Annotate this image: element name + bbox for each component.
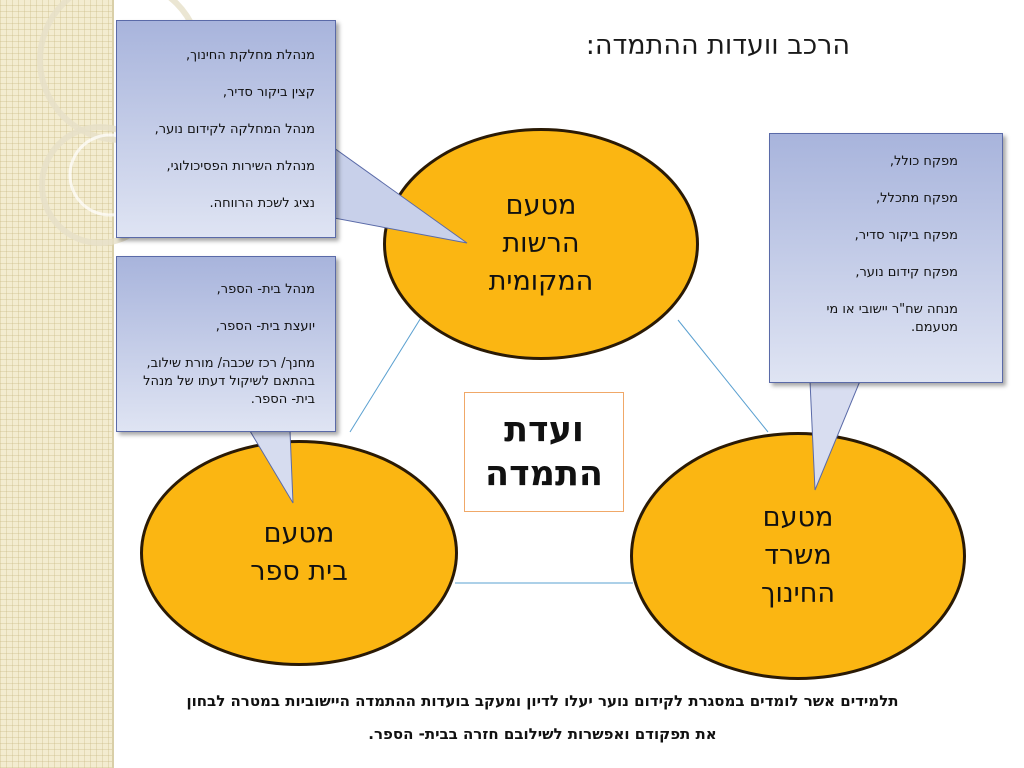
bottom-caption: תלמידים אשר לומדים במסגרת לקידום נוער יע… <box>125 685 960 751</box>
center-committee-box: ועדת התמדה <box>464 392 624 512</box>
connector-top-left <box>349 299 433 433</box>
callout-item: מנהלת מחלקת החינוך, <box>186 48 315 63</box>
node-school-line1: מטעם <box>263 518 335 549</box>
node-local-authority: מטעם הרשות המקומית <box>383 128 699 360</box>
node-local-authority-line1: מטעם <box>505 190 577 221</box>
node-ministry-line3: החינוך <box>761 578 835 609</box>
node-school-line2: בית ספר <box>250 556 348 587</box>
callout-item: מנהלת השירות הפסיכולוגי, <box>166 159 315 174</box>
node-ministry-line2: משרד <box>764 540 832 571</box>
node-ministry: מטעם משרד החינוך <box>630 432 966 680</box>
callout-school: מנהל בית- הספר, יועצת בית- הספר, מחנך/ ר… <box>116 256 336 432</box>
callout-item: מנהל בית- הספר, <box>216 282 315 297</box>
callout-ministry: מפקח כולל, מפקח מתכלל, מפקח ביקור סדיר, … <box>769 133 1003 383</box>
callout-item: מפקח ביקור סדיר, <box>854 228 958 243</box>
callout-item: מנחה שח"ר יישובי או מי מטעמם. <box>826 302 958 335</box>
callout-item: נציג לשכת הרווחה. <box>209 196 316 211</box>
page-title: הרכב וועדות ההתמדה: <box>585 30 850 61</box>
callout-local-authority: מנהלת מחלקת החינוך, קצין ביקור סדיר, מנה… <box>116 20 336 238</box>
center-line2: התמדה <box>485 454 603 494</box>
node-local-authority-line2: הרשות <box>502 228 580 259</box>
node-ministry-line1: מטעם <box>762 502 834 533</box>
connector-top-right <box>677 319 769 433</box>
callout-item: יועצת בית- הספר, <box>215 319 315 334</box>
callout-item: מנהל המחלקה לקידום נוער, <box>154 122 315 137</box>
callout-item: מחנך/ רכז שכבה/ מורת שילוב, בהתאם לשיקול… <box>143 356 315 407</box>
caption-line1: תלמידים אשר לומדים במסגרת לקידום נוער יע… <box>186 692 899 710</box>
node-local-authority-line3: המקומית <box>488 266 594 297</box>
callout-item: קצין ביקור סדיר, <box>222 85 315 100</box>
callout-item: מפקח קידום נוער, <box>855 265 958 280</box>
caption-line2: את תפקודם ואפשרות לשילובם חזרה בבית- הספ… <box>368 725 717 743</box>
node-school: מטעם בית ספר <box>140 440 458 666</box>
center-line1: ועדת <box>504 410 584 450</box>
callout-tail-ministry <box>809 380 861 491</box>
callout-item: מפקח מתכלל, <box>876 191 958 206</box>
callout-tail-local-authority <box>333 147 468 244</box>
callout-tail-school <box>249 430 294 504</box>
callout-item: מפקח כולל, <box>889 154 958 169</box>
